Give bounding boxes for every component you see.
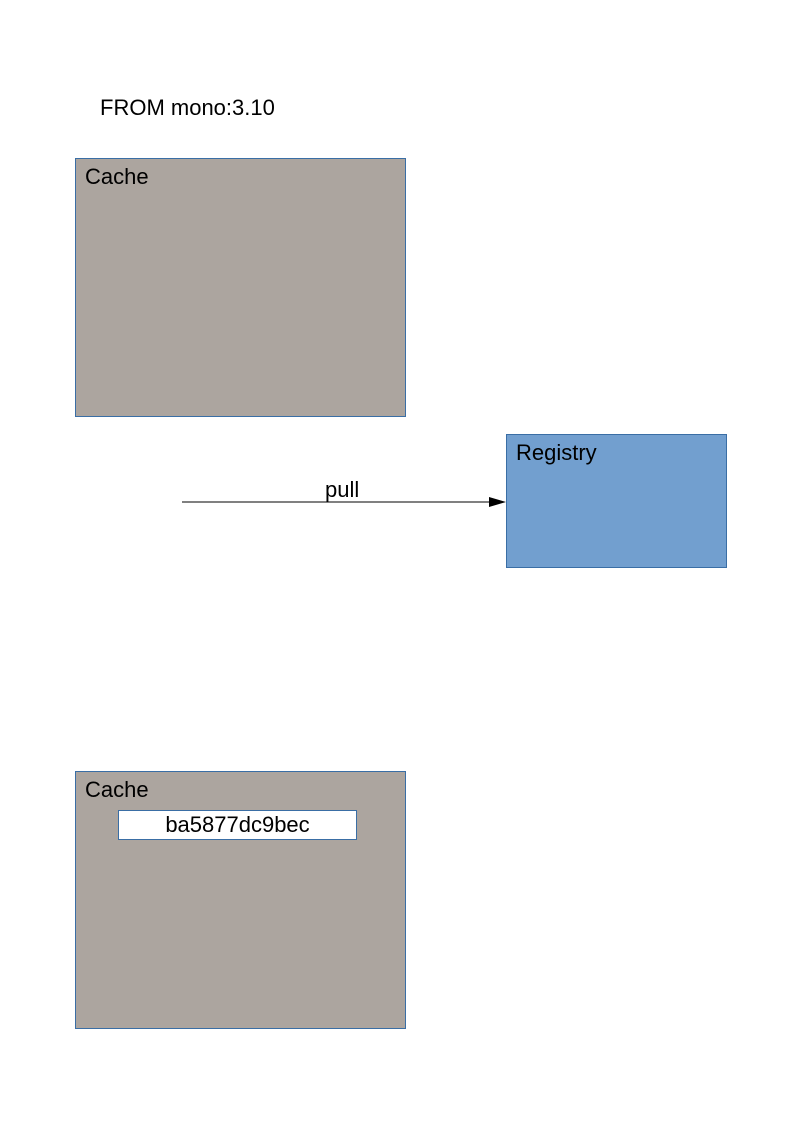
dockerfile-from-instruction: FROM mono:3.10 <box>100 95 275 120</box>
registry-label: Registry <box>516 440 597 465</box>
cache-box-before: Cache <box>75 158 406 417</box>
pull-arrow-head <box>489 497 506 507</box>
pull-arrow-label: pull <box>325 477 360 502</box>
cache-label: Cache <box>85 777 149 802</box>
image-layer: ba5877dc9bec <box>118 810 357 840</box>
cache-box-after: Cache ba5877dc9bec <box>75 771 406 1029</box>
registry-box: Registry <box>506 434 727 568</box>
cache-label: Cache <box>85 164 149 189</box>
